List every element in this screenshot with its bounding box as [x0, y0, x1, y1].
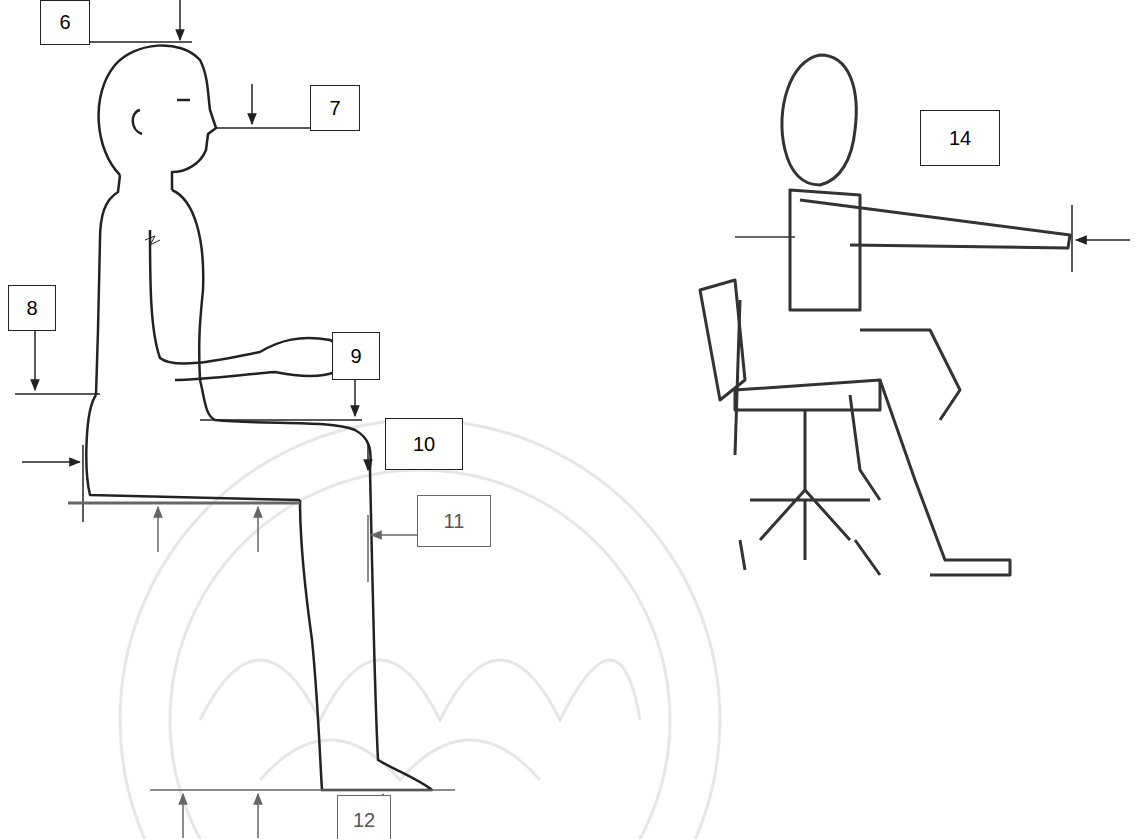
- watermark-seal: [120, 420, 720, 839]
- reaching-woman-sketch: [700, 55, 1070, 575]
- callout-box: 6: [40, 0, 90, 45]
- callout-number: 7: [329, 97, 340, 120]
- callout-number: 8: [26, 297, 37, 320]
- seated-man-outline: [86, 45, 432, 790]
- callout-number: 9: [350, 345, 361, 368]
- callout-box: 11: [417, 495, 491, 547]
- callout-number: 10: [413, 433, 435, 456]
- callout-number: 12: [353, 809, 375, 832]
- callout-number: 14: [949, 127, 971, 150]
- callout-box: 7: [310, 85, 360, 131]
- callout-box: 9: [332, 332, 380, 380]
- callout-number: 6: [59, 11, 70, 34]
- callout-box: 8: [8, 285, 56, 331]
- callout-number: 11: [444, 510, 465, 533]
- dimension-lines-gray: [68, 503, 455, 838]
- dimension-lines: [15, 0, 368, 522]
- reach-dimension: [1072, 205, 1130, 272]
- callout-box: 14: [920, 110, 1000, 166]
- callout-box: 12: [337, 795, 391, 839]
- callout-box: 10: [385, 418, 463, 470]
